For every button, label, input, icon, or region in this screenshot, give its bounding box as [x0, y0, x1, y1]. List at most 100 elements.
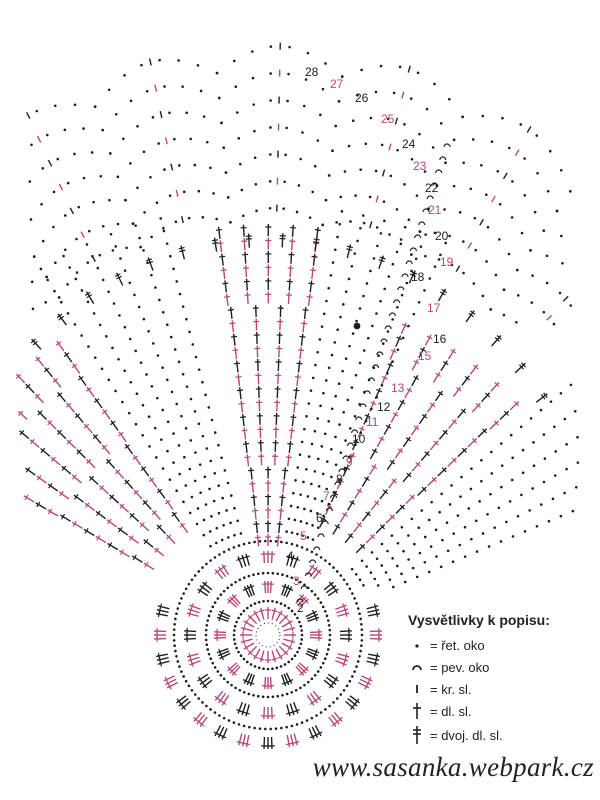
chain-stitch [319, 113, 322, 117]
chain-stitch [340, 75, 344, 78]
slip-stitch [300, 585, 308, 590]
chain-stitch [161, 467, 165, 470]
chain-stitch [470, 467, 473, 470]
chain-stitch [565, 467, 568, 471]
row-number: 8 [336, 472, 343, 486]
chain-stitch [329, 274, 333, 277]
single-stitch [502, 172, 508, 180]
chain-stitch [122, 137, 125, 141]
chain-stitch [227, 719, 231, 722]
chain-stitch [62, 254, 65, 258]
start-marker [353, 322, 361, 330]
legend-item-single: = kr. sl. [408, 678, 598, 700]
chain-stitch [327, 502, 331, 506]
double-stitch [19, 430, 30, 440]
double-stitch [128, 535, 140, 544]
chain-stitch [233, 642, 237, 646]
treble-stitch [313, 236, 320, 251]
chain-stitch [334, 463, 338, 467]
chain-stitch [473, 216, 477, 220]
chain-stitch [417, 526, 421, 530]
single-stitch [375, 195, 379, 203]
chain-stitch [215, 541, 218, 545]
double-stitch [248, 467, 255, 480]
double-stitch [50, 456, 61, 466]
double-stitch [344, 533, 354, 544]
chain-stitch [234, 580, 237, 584]
slip-stitch [426, 195, 434, 200]
chain-stitch [300, 638, 304, 641]
double-stitch [314, 226, 321, 240]
chain-stitch [409, 97, 413, 100]
chain-stitch [285, 541, 288, 545]
chain-stitch [373, 577, 377, 581]
chain-stitch [401, 336, 405, 340]
double-stitch [242, 440, 250, 453]
chain-stitch [502, 313, 506, 317]
double-stitch [353, 522, 363, 533]
chain-stitch [226, 680, 230, 684]
chain-stitch [145, 89, 149, 93]
chain-stitch [306, 536, 310, 539]
chain-stitch [139, 245, 142, 249]
chain-stitch [205, 643, 209, 646]
chain-stitch [53, 289, 56, 293]
double-stitch [118, 431, 127, 442]
chain-stitch [559, 514, 563, 518]
chain-stitch [500, 464, 504, 467]
chain-stitch [328, 633, 332, 637]
chain-stitch [253, 602, 257, 605]
legend-label: = dvoj. dl. sl. [430, 727, 503, 743]
double-stitch [368, 464, 378, 476]
chain-stitch [188, 330, 191, 334]
chain-stitch [369, 269, 372, 273]
double-stitch [255, 385, 262, 398]
treble-stitch [491, 334, 502, 347]
chain-stitch [199, 89, 203, 93]
chain-stitch [275, 600, 279, 604]
chain-stitch [52, 225, 55, 229]
chain-stitch [173, 644, 176, 648]
chain-stitch [386, 330, 390, 333]
chain-stitch [175, 280, 179, 283]
double-stitch [110, 420, 119, 431]
chain-stitch [169, 254, 172, 258]
double-stitch [265, 520, 272, 533]
chain-stitch [174, 220, 178, 224]
chain-stitch [539, 408, 543, 412]
chain-stitch [380, 384, 384, 387]
double-stitch [302, 306, 309, 320]
double-stitch [268, 736, 275, 749]
chain-stitch [233, 533, 236, 537]
row-number: 21 [428, 203, 442, 217]
chain-stitch [353, 252, 357, 255]
chain-stitch [310, 589, 314, 593]
chain-stitch [302, 104, 306, 108]
double-stitch [311, 253, 318, 266]
double-stitch [440, 360, 449, 372]
double-stitch [274, 385, 281, 398]
chain-stitch [236, 519, 239, 523]
chain-stitch [474, 248, 478, 252]
chain-stitch [169, 335, 173, 339]
chain-stitch [174, 649, 177, 653]
chain-stitch [229, 220, 232, 224]
chain-stitch [142, 317, 146, 321]
single-stitch [479, 218, 484, 226]
chain-stitch [356, 93, 359, 97]
chain-stitch [161, 408, 165, 412]
double-stitch [265, 651, 271, 663]
chain-stitch [232, 629, 236, 632]
chain-stitch [360, 559, 364, 563]
chain-stitch [158, 58, 161, 62]
treble-crochet-icon [408, 725, 426, 745]
chain-stitch [402, 549, 405, 553]
chain-stitch [361, 214, 365, 217]
chain-stitch [400, 525, 404, 529]
double-stitch [131, 554, 143, 563]
chain-stitch [178, 164, 181, 167]
chain-stitch [545, 254, 549, 258]
chain-stitch [316, 526, 320, 530]
double-stitch [366, 660, 379, 667]
chain-stitch [68, 266, 71, 269]
